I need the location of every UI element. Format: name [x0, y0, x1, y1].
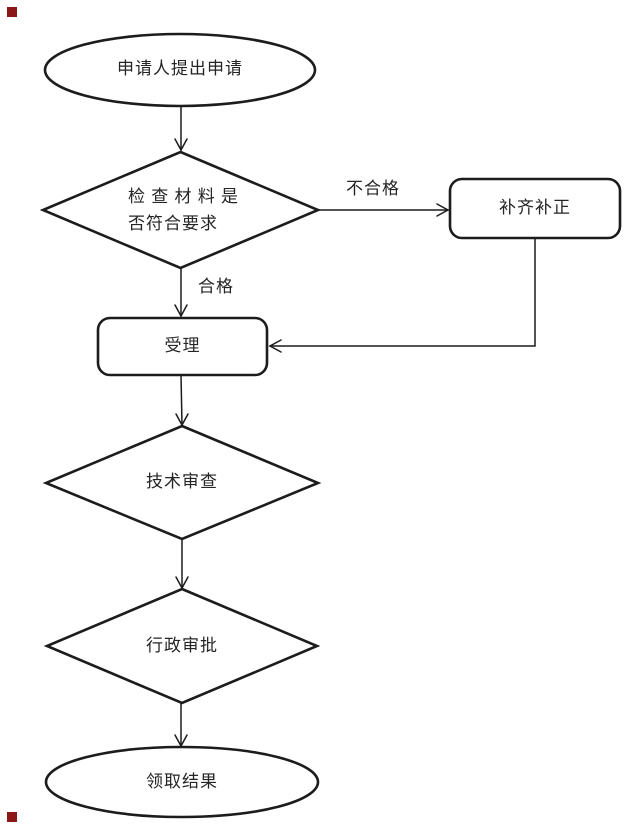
edge-label-pass: 合格	[198, 277, 234, 296]
edge-label-fail: 不合格	[346, 179, 400, 198]
check-node-label: 检 查 材 料 是 否符合要求	[128, 183, 239, 237]
arrowhead-left-1	[268, 339, 282, 353]
arrowhead-right-1	[436, 203, 450, 217]
administrative-node-label: 行政审批	[146, 635, 218, 655]
check-node-label-line1: 检 查 材 料 是	[128, 187, 239, 206]
red-corner-marker-bottom	[7, 812, 17, 822]
accept-rect-shape	[96, 316, 269, 377]
administrative-diamond-shape	[43, 587, 321, 705]
end-ellipse-shape	[44, 745, 320, 819]
connector-supplement-to-accept	[269, 237, 536, 347]
start-node-label: 申请人提出申请	[117, 59, 243, 79]
supplement-node-label: 补齐补正	[499, 198, 571, 218]
check-node-label-line2: 否符合要求	[128, 214, 218, 233]
technical-node-label: 技术审查	[146, 472, 218, 492]
end-node-label: 领取结果	[146, 771, 218, 791]
arrowhead-down-2	[174, 304, 188, 318]
red-corner-marker-top	[7, 7, 17, 17]
start-ellipse-shape	[43, 32, 317, 108]
arrowhead-down-1	[174, 138, 188, 152]
connector-accept-to-technical	[180, 374, 183, 426]
accept-node-label: 受理	[164, 336, 201, 356]
